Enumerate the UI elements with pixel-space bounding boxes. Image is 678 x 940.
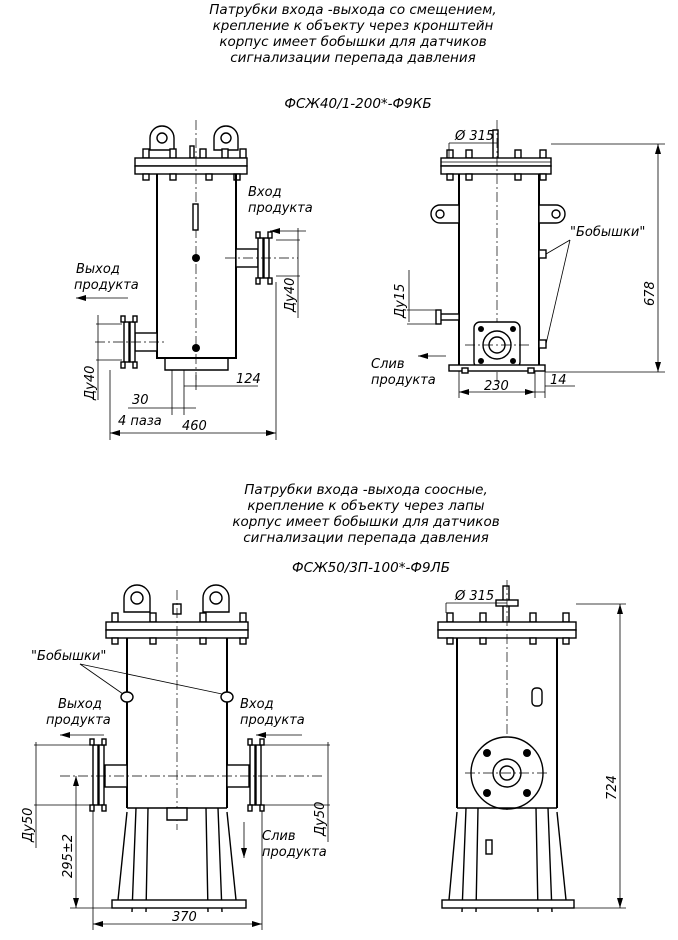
cover-flange (134, 157, 248, 167)
dim-230: 230 (484, 379, 509, 394)
dim-124: 124 (236, 372, 261, 387)
dim-460: 460 (182, 419, 207, 434)
dim-724: 724 (605, 775, 620, 800)
dim-30: 30 (132, 393, 149, 408)
top-caption-line-3: корпус имеет бобышки для датчиков (219, 34, 486, 50)
drain-label-2: продукта (371, 373, 436, 388)
bottom-caption-line-1: Патрубки входа -выхода соосные, (244, 482, 488, 498)
bottom-drain-label-2: продукта (262, 845, 327, 860)
top-front-view (76, 120, 306, 380)
dn50-left: Ду50 (21, 808, 36, 843)
body-flange (134, 165, 248, 175)
dn40-left: Ду40 (83, 366, 98, 401)
bottom-caption-line-2: крепление к объекту через лапы (247, 498, 485, 514)
bottom-side-view (437, 580, 577, 913)
dim-370: 370 (172, 910, 197, 925)
bottom-inlet-label-1: Вход (240, 697, 274, 712)
drain-label-1: Слив (371, 357, 405, 372)
bottom-outlet-label-2: продукта (46, 713, 111, 728)
dim-295: 295±2 (61, 834, 76, 878)
bottom-caption-line-3: корпус имеет бобышки для датчиков (232, 514, 499, 530)
outlet-label-1: Выход (76, 262, 120, 277)
bosses-label-top: "Бобышки" (570, 225, 645, 240)
top-caption-line-4: сигнализации перепада давления (230, 50, 476, 66)
bottom-drain-label-1: Слив (262, 829, 296, 844)
bottom-model-title: ФСЖ50/3П-100*-Ф9ЛБ (292, 560, 450, 576)
bosses-label-bottom: "Бобышки" (31, 649, 106, 664)
top-side-view (430, 120, 566, 385)
dn15: Ду15 (393, 284, 408, 319)
bottom-outlet-label-1: Выход (58, 697, 102, 712)
inlet-label-1: Вход (248, 185, 282, 200)
dim-14: 14 (550, 373, 567, 388)
dim-678: 678 (643, 281, 658, 306)
slots-label: 4 паза (118, 414, 162, 429)
top-caption-line-2: крепление к объекту через кронштейн (213, 18, 494, 34)
outlet-label-2: продукта (74, 278, 139, 293)
top-diameter: Ø 315 (454, 129, 494, 144)
lifting-eye-left (149, 125, 175, 151)
inlet-label-2: продукта (248, 201, 313, 216)
top-caption: Патрубки входа -выхода со смещением, кре… (209, 2, 496, 66)
dn40-right: Ду40 (283, 278, 298, 313)
bottom-caption: Патрубки входа -выхода соосные, креплени… (232, 482, 499, 546)
bottom-diameter: Ø 315 (454, 589, 494, 604)
dn50-right: Ду50 (313, 802, 328, 837)
bottom-caption-line-4: сигнализации перепада давления (243, 530, 489, 546)
top-model-title: ФСЖ40/1-200*-Ф9КБ (284, 96, 431, 112)
lifting-eye-right (213, 125, 239, 151)
bottom-inlet-label-2: продукта (240, 713, 305, 728)
top-caption-line-1: Патрубки входа -выхода со смещением, (209, 2, 496, 18)
bottom-front-view (60, 584, 325, 913)
filter-body (156, 174, 237, 359)
